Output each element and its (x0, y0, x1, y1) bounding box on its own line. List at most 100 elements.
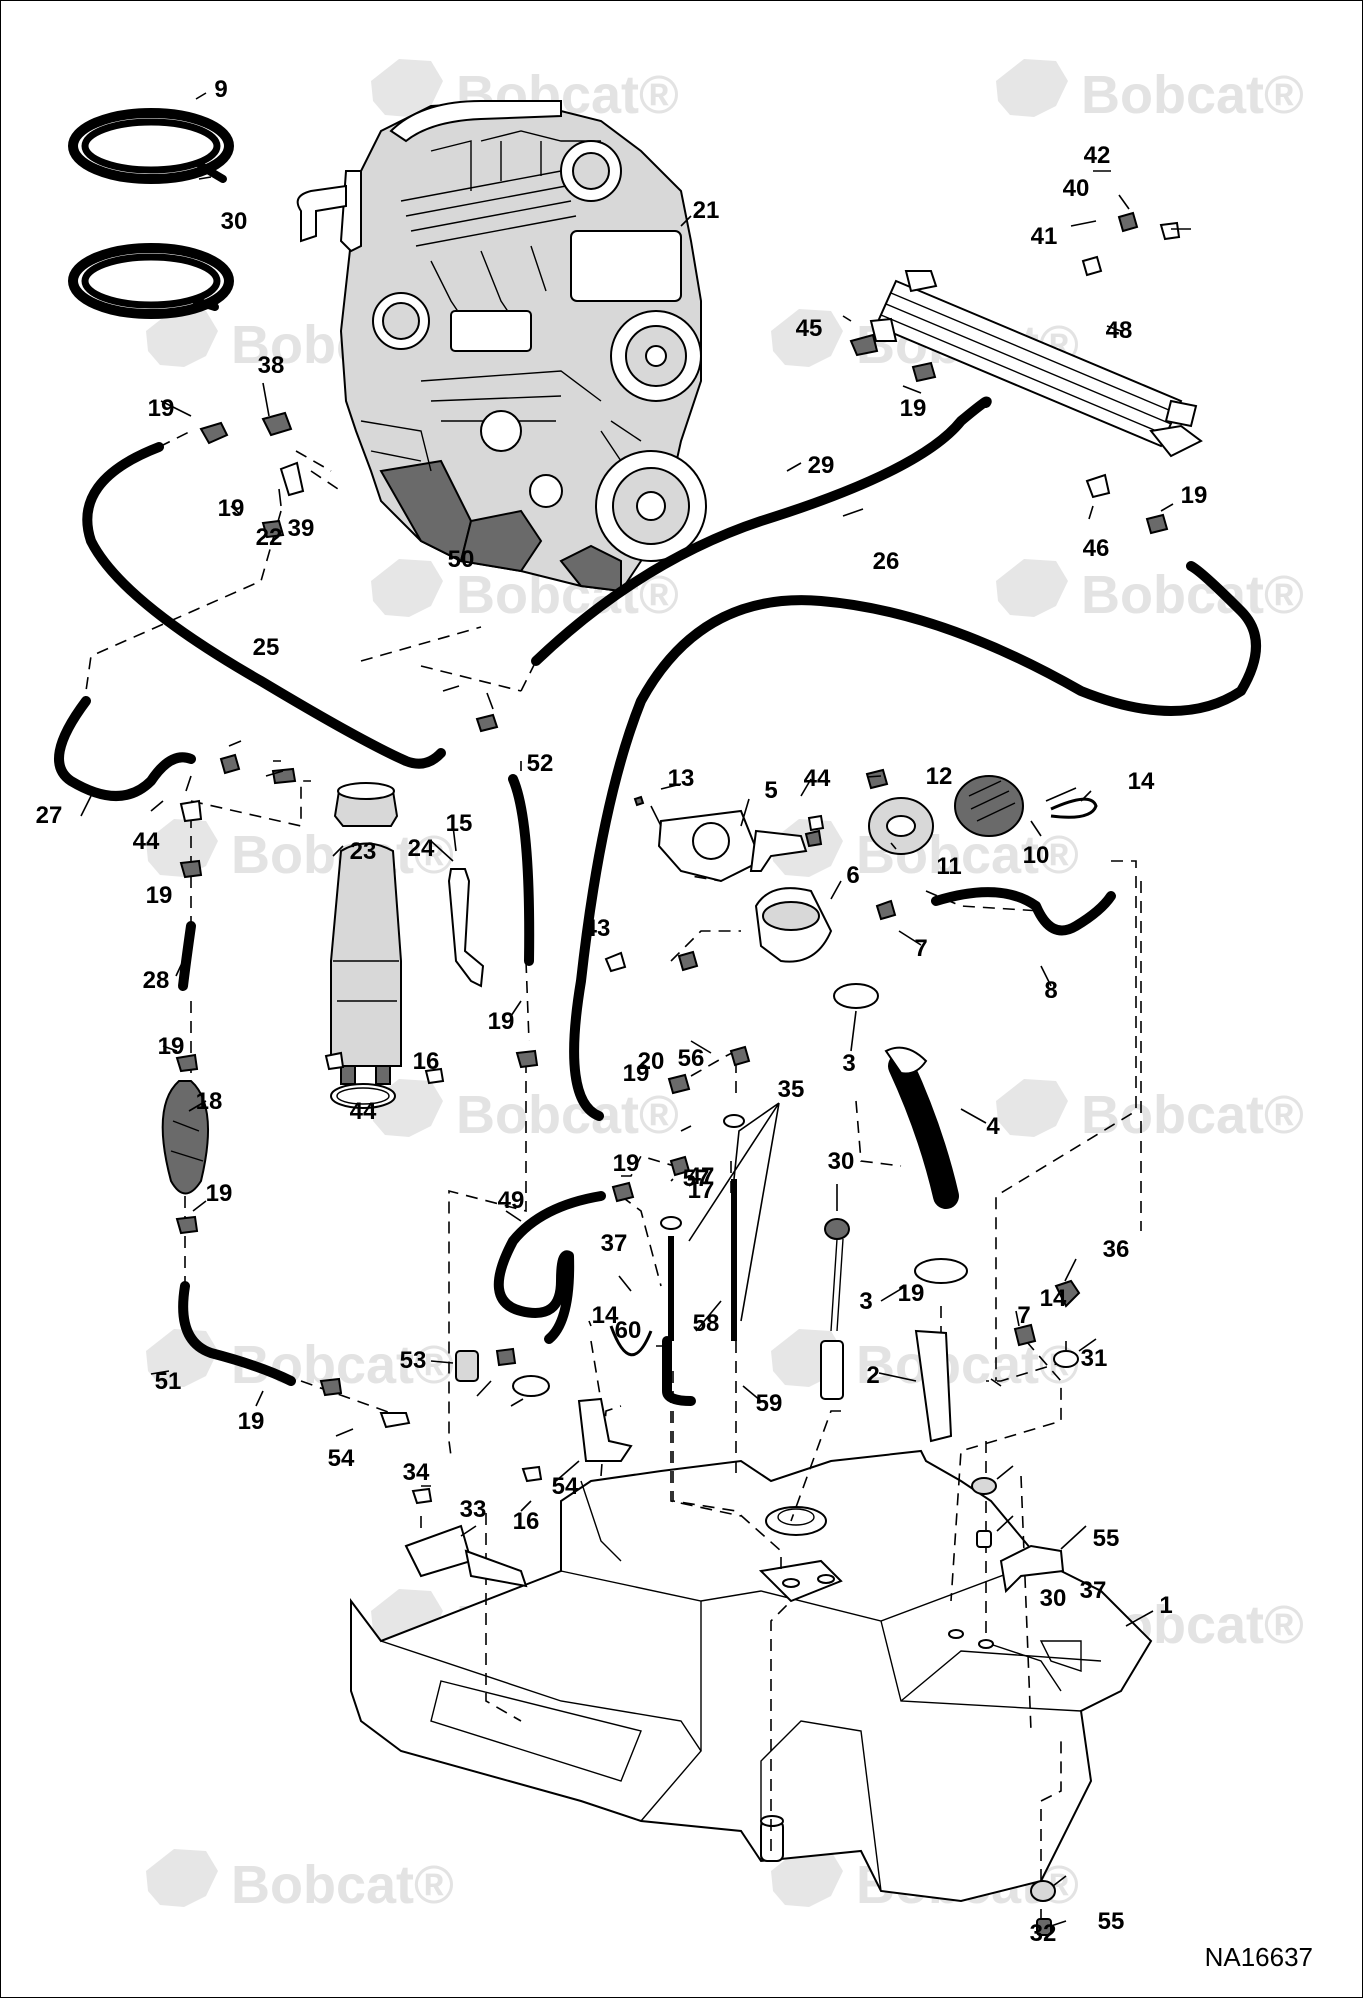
callout-53: 53 (400, 1347, 427, 1374)
watermark-bobcat: Bobcat® (146, 1849, 454, 1915)
callout-18: 18 (196, 1088, 223, 1115)
callout-23: 23 (350, 838, 377, 865)
callout-43: 43 (584, 915, 611, 942)
callout-19: 19 (206, 1180, 233, 1207)
callout-5: 5 (764, 777, 777, 804)
callout-35: 35 (778, 1076, 805, 1103)
callout-52: 52 (527, 750, 554, 777)
callout-25: 25 (253, 634, 280, 661)
svg-text:Bobcat®: Bobcat® (231, 1855, 454, 1915)
hose-coil-9 (68, 108, 234, 184)
callout-44: 44 (804, 765, 831, 792)
svg-text:Bobcat®: Bobcat® (231, 1335, 454, 1395)
fuel-filter (330, 842, 402, 1067)
callout-1: 1 (1159, 1592, 1172, 1619)
callout-38: 38 (258, 352, 285, 379)
callout-19: 19 (146, 882, 173, 909)
callout-7: 7 (1017, 1302, 1030, 1329)
callout-2: 2 (866, 1362, 879, 1389)
hose-49 (178, 1281, 296, 1386)
svg-text:Bobcat®: Bobcat® (1081, 1085, 1304, 1145)
figure-number: NA16637 (1205, 1942, 1313, 1972)
callout-12: 12 (926, 763, 953, 790)
hose-26 (178, 921, 196, 991)
svg-text:Bobcat®: Bobcat® (856, 1335, 1079, 1395)
callout-48: 48 (1106, 317, 1133, 344)
callout-21: 21 (693, 197, 720, 224)
callout-19: 19 (158, 1033, 185, 1060)
callout-19: 19 (1181, 482, 1208, 509)
callout-14: 14 (592, 1302, 619, 1329)
hose-coil-28 (68, 243, 234, 319)
callout-57: 57 (683, 1165, 710, 1192)
callout-55: 55 (1093, 1525, 1120, 1552)
callout-54: 54 (552, 1473, 579, 1500)
callout-16: 16 (513, 1508, 540, 1535)
callout-36: 36 (1103, 1236, 1130, 1263)
watermark-bobcat: Bobcat® (996, 1079, 1304, 1145)
svg-text:Bobcat®: Bobcat® (456, 1085, 679, 1145)
callout-7: 7 (914, 935, 927, 962)
hose-27 (531, 396, 992, 666)
callout-3: 3 (842, 1050, 855, 1077)
svg-text:Bobcat®: Bobcat® (1081, 65, 1304, 125)
callout-19: 19 (218, 495, 245, 522)
callout-8: 8 (1044, 977, 1057, 1004)
callout-42: 42 (1084, 142, 1111, 169)
watermark-bobcat: Bobcat® (996, 559, 1304, 625)
callout-30: 30 (221, 208, 248, 235)
svg-text:Bobcat®: Bobcat® (1081, 565, 1304, 625)
callout-17: 17 (688, 1177, 715, 1204)
hose-4 (888, 1053, 959, 1209)
engine (296, 99, 707, 593)
callout-19: 19 (238, 1408, 265, 1435)
callout-16: 16 (413, 1048, 440, 1075)
callout-26: 26 (873, 548, 900, 575)
callout-55: 55 (1098, 1908, 1125, 1935)
callout-60: 60 (615, 1317, 642, 1344)
callout-10: 10 (1023, 842, 1050, 869)
callout-45: 45 (796, 315, 823, 342)
callout-33: 33 (460, 1496, 487, 1523)
callout-3: 3 (859, 1288, 872, 1315)
callout-14: 14 (1040, 1285, 1067, 1312)
callout-40: 40 (1063, 175, 1090, 202)
hose-24 (569, 561, 1261, 1121)
callout-14: 14 (1128, 768, 1155, 795)
callout-19: 19 (613, 1150, 640, 1177)
callout-29: 29 (808, 452, 835, 479)
callout-9: 9 (214, 76, 227, 103)
hose-47 (493, 1191, 606, 1344)
watermark-bobcat: Bobcat® (371, 1079, 679, 1145)
fuel-cooler (869, 270, 1203, 458)
callout-19: 19 (898, 1280, 925, 1307)
callout-49: 49 (498, 1187, 525, 1214)
callout-34: 34 (403, 1459, 430, 1486)
callout-22: 22 (256, 524, 283, 551)
callout-46: 46 (1083, 535, 1110, 562)
small-parts (161, 211, 1181, 1936)
hose-8 (931, 887, 1116, 936)
callout-30: 30 (1040, 1585, 1067, 1612)
callout-11: 11 (936, 853, 961, 880)
fuel-tank (350, 1449, 1153, 1903)
callout-13: 13 (668, 765, 695, 792)
watermark-bobcat: Bobcat® (996, 59, 1304, 125)
callout-28: 28 (143, 967, 170, 994)
callout-50: 50 (448, 546, 475, 573)
hose-25 (54, 696, 196, 801)
hose-23 (82, 442, 446, 769)
callout-20: 20 (638, 1048, 665, 1075)
callout-15: 15 (446, 810, 473, 837)
callout-32: 32 (1030, 1920, 1057, 1947)
callout-44: 44 (350, 1098, 377, 1125)
callout-37: 37 (601, 1230, 628, 1257)
callout-31: 31 (1081, 1345, 1108, 1372)
callout-44: 44 (133, 828, 160, 855)
hoses (54, 396, 1261, 1406)
callout-6: 6 (846, 862, 859, 889)
callout-24: 24 (408, 835, 435, 862)
